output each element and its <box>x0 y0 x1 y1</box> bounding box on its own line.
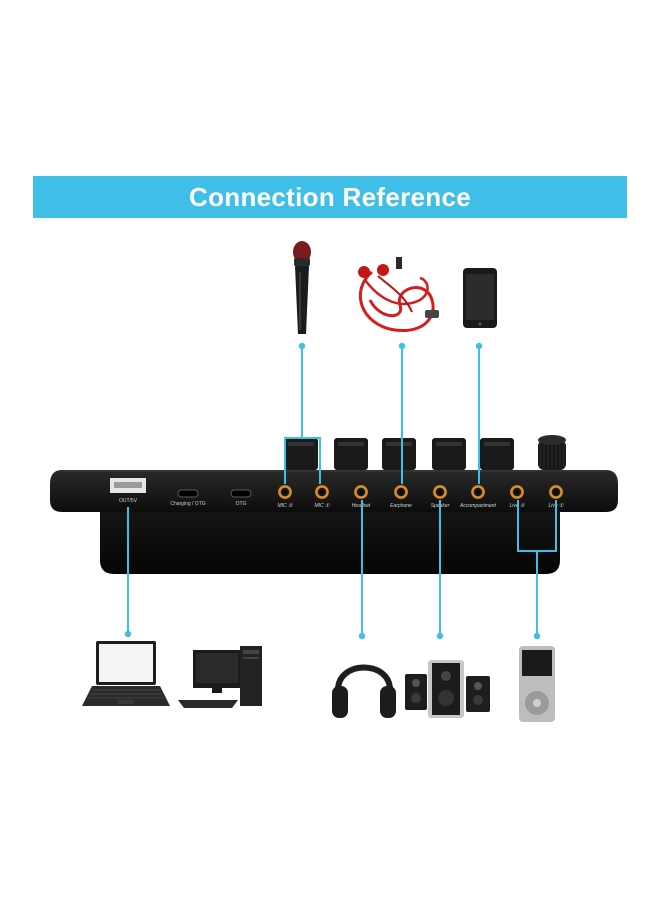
port-label-out-5v: OUT/5V <box>119 498 138 504</box>
jack-mic2: MIC ② <box>277 485 293 509</box>
smartphone-icon <box>463 268 497 328</box>
sound-card-device <box>50 470 618 574</box>
mp3-player-icon <box>519 646 555 722</box>
in-ear-earphones-icon <box>358 257 439 333</box>
microphone-icon <box>293 241 311 334</box>
header-banner: Connection Reference <box>33 176 627 218</box>
port-label-charging-otg: Charging / OTG <box>170 501 205 507</box>
usb-port-out-5v: OUT/5V <box>110 478 146 504</box>
port-charging-otg: Charging / OTG <box>170 489 206 507</box>
port-label-earphone: Earphone <box>390 503 412 509</box>
port-label-mic1: MIC ① <box>314 503 330 509</box>
port-label-mic2: MIC ② <box>277 503 293 509</box>
connector-lines <box>127 346 557 634</box>
port-label-otg: OTG <box>236 501 247 507</box>
connector-endpoints <box>124 342 541 640</box>
jack-mic1: MIC ① <box>314 485 330 509</box>
headphones-icon <box>332 664 396 718</box>
jack-earphone: Earphone <box>390 485 412 509</box>
laptop-icon <box>82 641 170 706</box>
desktop-computer-icon <box>178 646 262 708</box>
connector-microphone <box>284 346 321 484</box>
banner-title: Connection Reference <box>189 181 471 212</box>
volume-knob <box>538 435 566 470</box>
jack-accompaniment: Accompaniment <box>459 485 497 509</box>
speakers-icon <box>405 660 490 718</box>
fader-knobs <box>284 438 514 470</box>
port-otg: OTG <box>230 489 252 507</box>
connector-mp3-player <box>517 500 557 634</box>
port-label-accompaniment: Accompaniment <box>459 503 496 509</box>
